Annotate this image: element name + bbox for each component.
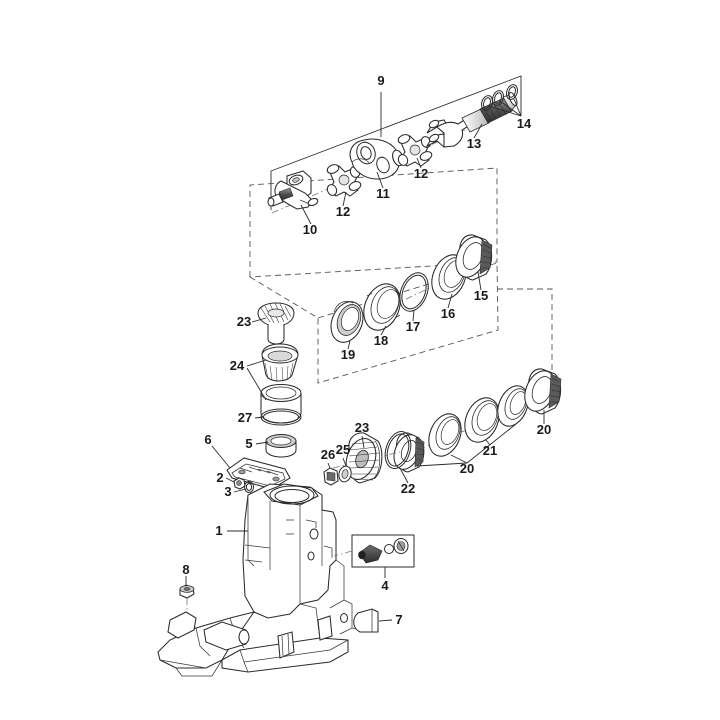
callout-18: 18 <box>374 333 388 348</box>
part-20-bearing-a <box>393 432 425 473</box>
callout-labels: 9 10 11 12 12 13 14 15 16 17 18 19 20 20… <box>182 73 551 627</box>
callout-20a: 20 <box>537 422 551 437</box>
part-group-bearings-lower <box>393 368 562 473</box>
part-25-washer <box>338 465 352 483</box>
callout-2: 2 <box>216 470 223 485</box>
callout-11: 11 <box>376 186 390 201</box>
callout-5: 5 <box>245 436 252 451</box>
part-12-ujoint-cross-lower <box>326 164 362 197</box>
callout-12a: 12 <box>336 204 350 219</box>
part-1-upper-gear-housing <box>157 483 365 677</box>
callout-10: 10 <box>303 222 317 237</box>
part-2-nut <box>233 477 246 490</box>
part-20-bearing-cup-c <box>497 385 529 427</box>
part-12-ujoint-cross-upper <box>397 134 433 167</box>
leader-lines <box>185 92 545 622</box>
part-18-bearing-cup <box>363 283 401 331</box>
callout-9: 9 <box>377 73 384 88</box>
part-driveshaft-assembly <box>267 84 518 214</box>
callout-20b: 20 <box>460 461 474 476</box>
part-8-plug <box>179 584 195 612</box>
callout-6: 6 <box>204 432 211 447</box>
part-19-seal <box>330 300 364 343</box>
part-22-oring <box>384 431 412 469</box>
callout-3: 3 <box>224 484 231 499</box>
part-21-bearing-cup <box>464 397 500 443</box>
part-14-oring-set <box>481 84 518 111</box>
callout-23b: 23 <box>355 420 369 435</box>
callout-27: 27 <box>238 410 252 425</box>
callout-22: 22 <box>401 481 415 496</box>
part-23-bevel-gear-lower <box>345 432 383 484</box>
callout-24: 24 <box>230 358 245 373</box>
part-17-oring <box>399 272 429 312</box>
callout-17: 17 <box>406 319 420 334</box>
part-4-inset-box <box>333 534 415 568</box>
callout-16: 16 <box>441 306 455 321</box>
part-5-seal <box>265 434 297 458</box>
part-4-fitting <box>358 544 383 564</box>
part-6-cover-plate <box>226 457 291 490</box>
callout-12b: 12 <box>414 166 428 181</box>
callout-26: 26 <box>321 447 335 462</box>
callout-7: 7 <box>395 612 402 627</box>
part-23-pinion-gear-upper <box>257 302 295 345</box>
part-26-nut <box>323 467 339 486</box>
callout-8: 8 <box>182 562 189 577</box>
part-group-seals-bearings <box>330 234 493 343</box>
callout-15: 15 <box>474 288 488 303</box>
part-group-cover-and-fasteners <box>226 457 291 493</box>
part-10-yoke <box>267 170 319 210</box>
group-bearing-dashed-box <box>497 288 553 387</box>
part-24-bearing-cone <box>261 343 299 382</box>
callout-1: 1 <box>215 523 222 538</box>
part-3-oring <box>244 481 254 493</box>
part-24-bearing-cup <box>260 384 302 424</box>
callout-21: 21 <box>483 443 497 458</box>
callout-23a: 23 <box>237 314 251 329</box>
callout-19: 19 <box>341 347 355 362</box>
callout-4: 4 <box>381 578 389 593</box>
callout-13: 13 <box>467 136 481 151</box>
part-7-anode <box>353 608 379 633</box>
part-group-pinion-gear-lower <box>332 431 412 484</box>
part-20-bearing-cup-b <box>428 413 462 457</box>
callout-25: 25 <box>336 442 350 457</box>
part-group-pinion-fasteners <box>323 465 352 486</box>
part-15-bearing <box>455 234 493 281</box>
callout-14: 14 <box>517 116 532 131</box>
group-driveshaft-bracket <box>270 75 522 210</box>
part-group-left-column <box>257 302 302 458</box>
part-20-roller-bearing <box>524 368 562 415</box>
